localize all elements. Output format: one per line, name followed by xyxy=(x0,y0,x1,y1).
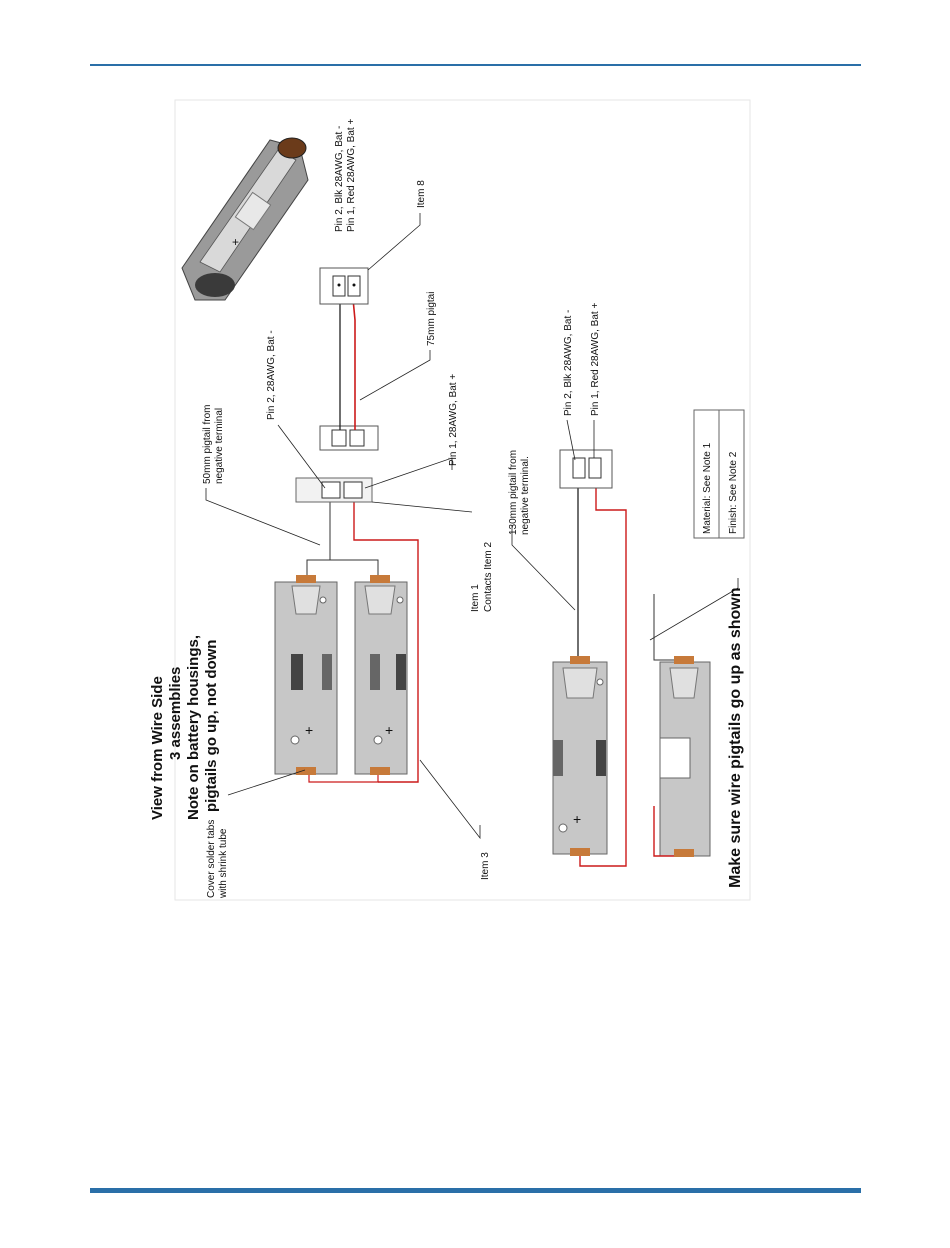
housing-right-top: + xyxy=(354,575,408,775)
drawing-frame xyxy=(174,99,751,901)
label-pin1-red-bottom: Pin 1, Red 28AWG, Bat + xyxy=(590,303,601,416)
title-line-4: pigtails go up, not down xyxy=(203,640,220,812)
label-pigtail130-1: 130mm pigtail from xyxy=(508,450,519,535)
label-pigtail50-2: negative terminal xyxy=(214,408,225,484)
label-contacts-item2: Contacts Item 2 xyxy=(483,542,494,612)
housing-3d-render: + xyxy=(181,137,309,301)
label-cover-tabs-2: with shrink tube xyxy=(218,828,229,899)
svg-text:+: + xyxy=(305,722,313,738)
housing-left-top: + xyxy=(274,575,338,775)
leader-lines xyxy=(205,213,739,840)
label-cover-tabs-1: Cover solder tabs xyxy=(206,820,217,898)
label-material: Material: See Note 1 xyxy=(702,442,713,534)
label-pin2-blk-bottom: Pin 2, Blk 28AWG, Bat - xyxy=(563,310,574,416)
housing-bottom: + xyxy=(552,449,627,867)
label-pigtail50-1: 50mm pigtail from xyxy=(202,405,213,484)
label-pin1-red-top: Pin 1, Red 28AWG, Bat + xyxy=(346,119,357,232)
label-pin2-blk-top: Pin 2, Blk 28AWG, Bat - xyxy=(334,126,345,232)
label-pin1-28awg: Pin 1, 28AWG, Bat + xyxy=(448,374,459,466)
svg-text:+: + xyxy=(573,811,581,827)
footer-rule xyxy=(90,1188,861,1193)
label-pigtail130-2: negative terminal. xyxy=(520,456,531,535)
label-item8: Item 8 xyxy=(416,180,427,208)
housing-side-view xyxy=(653,594,711,857)
label-pigtail75: 75mm pigtai xyxy=(426,292,437,346)
label-item3: Item 3 xyxy=(480,852,491,880)
title-line-2: 3 assemblies xyxy=(167,667,184,760)
header-rule xyxy=(90,64,861,66)
title-line-3: Note on battery housings, xyxy=(185,635,202,820)
label-make-sure: Make sure wire pigtails go up as shown xyxy=(727,587,744,888)
title-line-1: View from Wire Side xyxy=(149,676,166,820)
label-finish: Finish: See Note 2 xyxy=(728,451,739,534)
labels: Cover solder tabs with shrink tube Item … xyxy=(202,119,744,899)
label-item1: Item 1 xyxy=(470,584,481,612)
top-wiring xyxy=(295,267,419,783)
notes-table xyxy=(693,409,745,539)
svg-text:+: + xyxy=(232,235,239,249)
svg-text:+: + xyxy=(385,722,393,738)
title-block: View from Wire Side 3 assemblies Note on… xyxy=(149,635,220,820)
label-pin2-28awg: Pin 2, 28AWG, Bat - xyxy=(266,330,277,420)
